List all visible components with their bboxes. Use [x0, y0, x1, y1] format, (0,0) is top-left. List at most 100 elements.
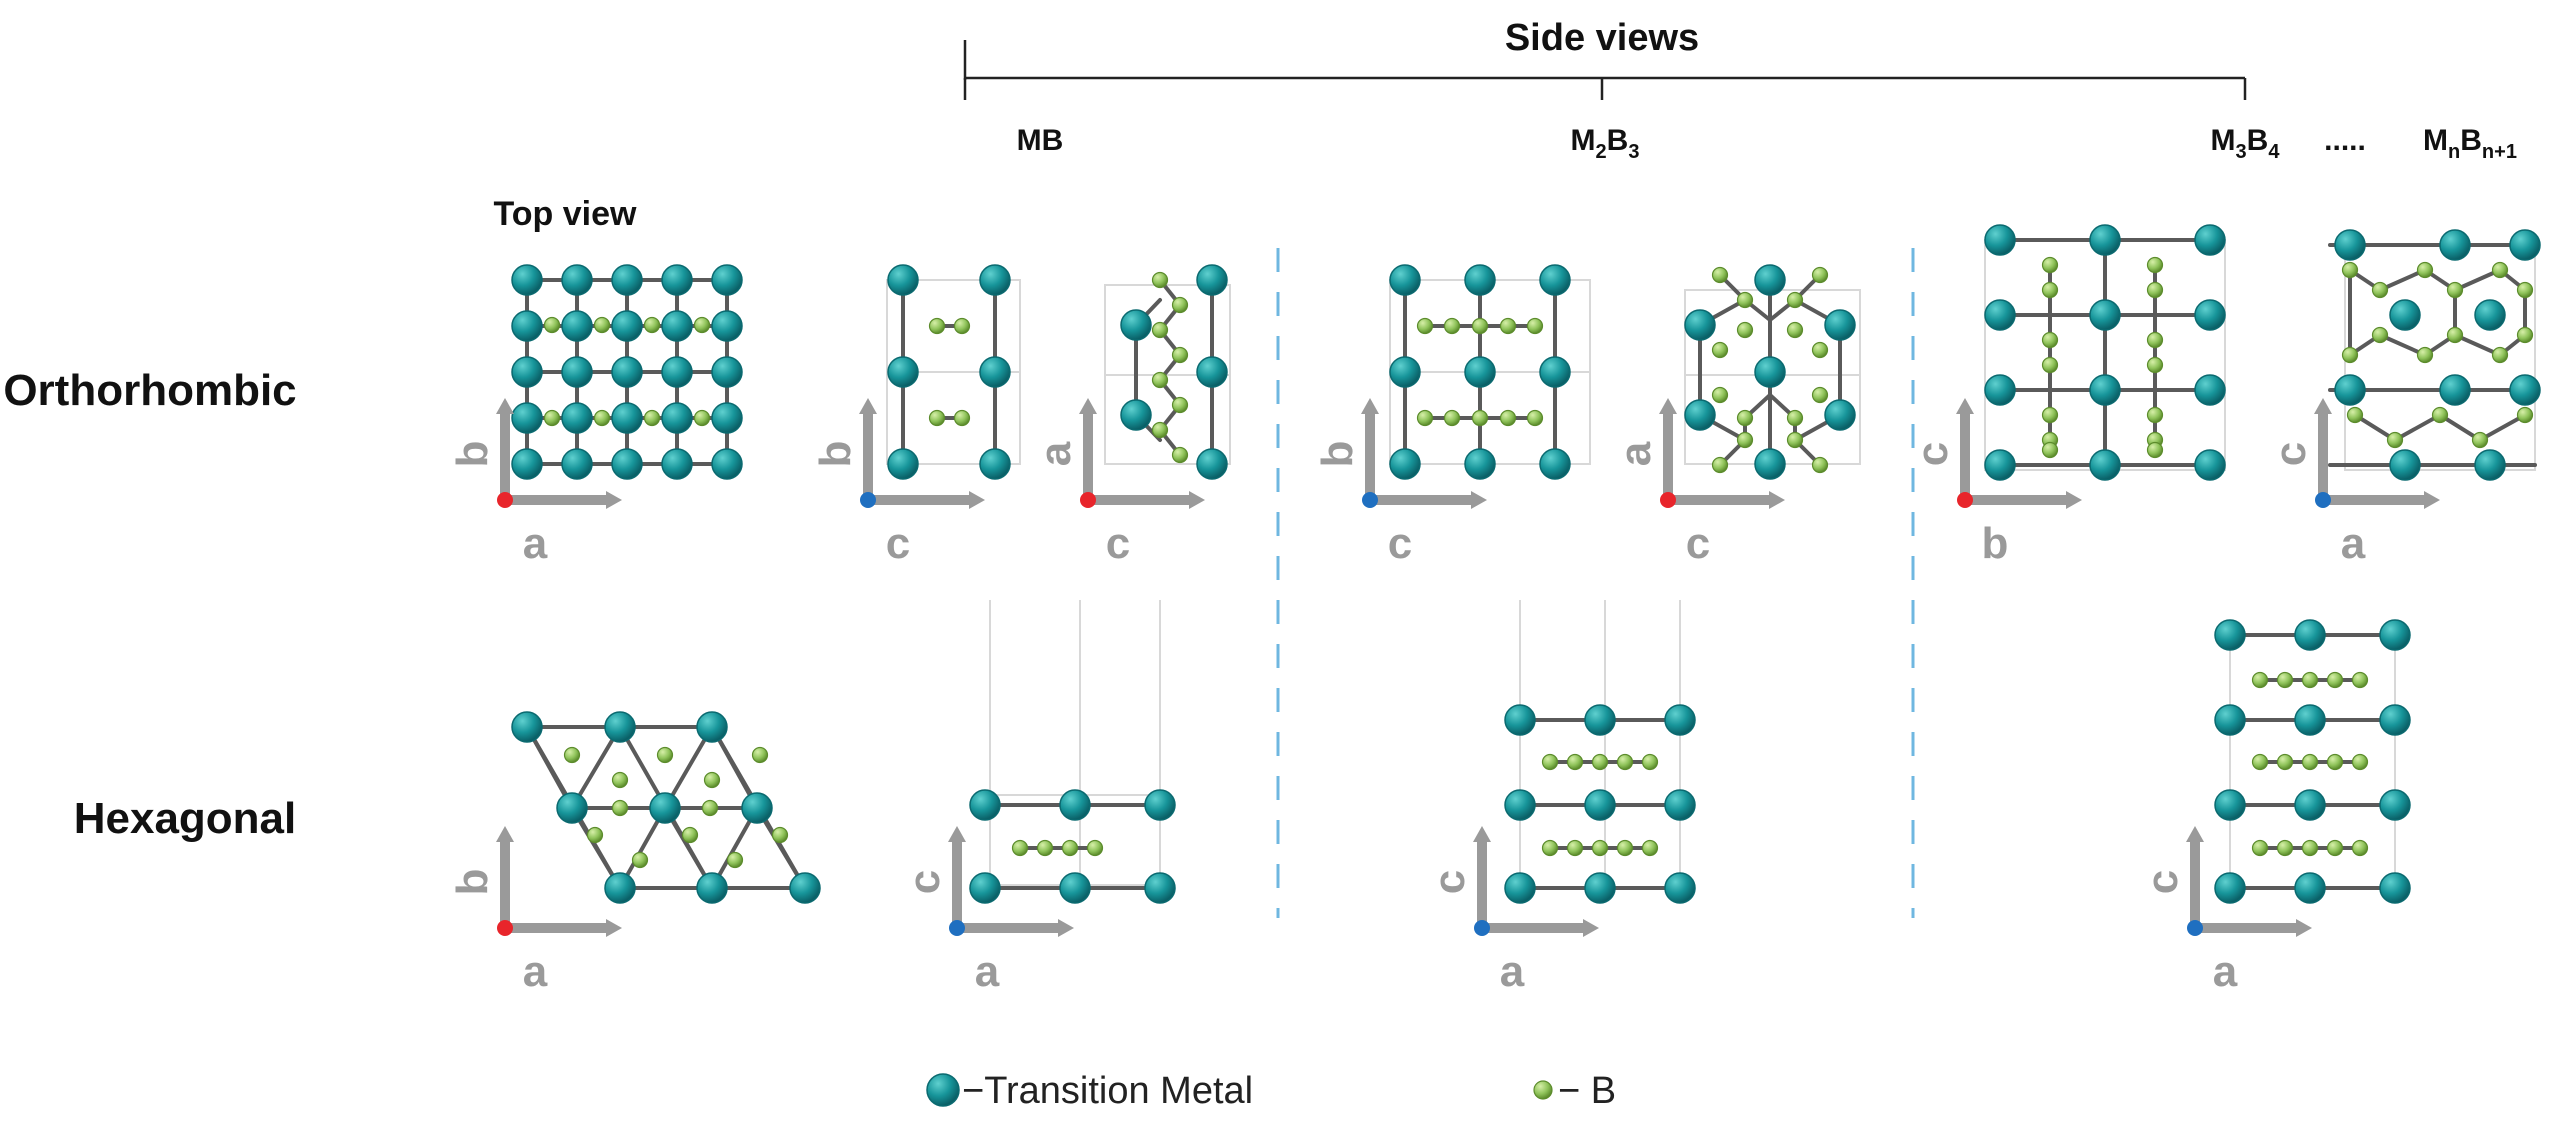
mb-orthorhombic-structure-1 — [886, 264, 1021, 480]
boron-atom — [1171, 446, 1189, 464]
boron-atom — [2371, 281, 2389, 299]
metal-atom — [2194, 374, 2226, 406]
boron-atom — [1061, 839, 1079, 857]
m3b4-orthorhombic-structure-1 — [1984, 224, 2226, 481]
metal-atom — [887, 264, 919, 296]
metal-atom — [2379, 789, 2411, 821]
metal-atom — [1539, 264, 1571, 296]
mb-orthorhombic-structure-2 — [1104, 264, 1231, 480]
metal-atom — [711, 402, 743, 434]
axis-horizontal-arrowhead — [2424, 491, 2440, 509]
metal-atom — [887, 448, 919, 480]
metal-atom — [2379, 872, 2411, 904]
bond — [2453, 333, 2502, 357]
axis-horizontal-label: a — [523, 519, 548, 568]
metal-atom — [2214, 789, 2246, 821]
metal-atom — [2509, 374, 2541, 406]
bond — [2378, 333, 2427, 357]
axis-horizontal-label: a — [2341, 519, 2366, 568]
boron-atom — [631, 851, 649, 869]
axes-m3b4_ortho_2: ca — [2266, 398, 2440, 568]
axis-vertical-label: b — [448, 869, 497, 896]
boron-atom — [1566, 839, 1584, 857]
boron-atom — [1811, 386, 1829, 404]
boron-atom — [1151, 421, 1169, 439]
boron-atom — [693, 409, 711, 427]
boron-atom — [1711, 456, 1729, 474]
metal-atom — [1504, 872, 1536, 904]
axis-horizontal-label: a — [2213, 947, 2238, 996]
column-label-mb: MB — [1017, 124, 1064, 157]
axis-origin-dot — [1080, 492, 1096, 508]
metal-atom — [611, 264, 643, 296]
metal-atom — [561, 356, 593, 388]
axis-vertical — [1960, 412, 1970, 500]
row-label-orthorhombic: Orthorhombic — [3, 366, 296, 415]
boron-atom — [2516, 326, 2534, 344]
metal-atom — [1984, 299, 2016, 331]
axis-vertical — [863, 412, 873, 500]
boron-atom — [1641, 753, 1659, 771]
axis-horizontal-label: c — [1686, 519, 1710, 568]
metal-atom — [561, 264, 593, 296]
axis-origin-dot — [1362, 492, 1378, 508]
boron-atom — [2351, 753, 2369, 771]
metal-atom — [2089, 449, 2121, 481]
metal-atom — [1584, 704, 1616, 736]
axis-horizontal — [1965, 495, 2068, 505]
axis-vertical — [1365, 412, 1375, 500]
boron-atom — [953, 409, 971, 427]
axes-m3b4_ortho_1: cb — [1908, 398, 2082, 568]
axis-vertical-label: c — [1908, 442, 1957, 466]
metal-atom — [611, 448, 643, 480]
metal-atom — [1664, 872, 1696, 904]
column-label-m3b4: M3B4 — [2211, 124, 2281, 163]
boron-atom — [771, 826, 789, 844]
boron-atom — [1499, 409, 1517, 427]
boron-atom — [543, 409, 561, 427]
axis-horizontal-arrowhead — [606, 491, 622, 509]
boron-atom — [751, 746, 769, 764]
axes-mb_hex: ca — [900, 826, 1074, 996]
boron-atom — [1811, 341, 1829, 359]
axis-vertical — [2190, 840, 2200, 928]
boron-atom — [693, 316, 711, 334]
boron-atom — [1443, 317, 1461, 335]
axes-m2b3_ortho_2: ac — [1611, 398, 1785, 568]
metal-atom — [1389, 356, 1421, 388]
boron-atom — [1471, 317, 1489, 335]
boron-atom — [1443, 409, 1461, 427]
metal-atom — [696, 872, 728, 904]
axis-vertical — [1083, 412, 1093, 500]
legend-metal-atom-icon — [926, 1073, 960, 1107]
metal-atom — [1824, 309, 1856, 341]
axis-horizontal-arrowhead — [969, 491, 985, 509]
boron-atom — [726, 851, 744, 869]
boron-atom — [2371, 326, 2389, 344]
boron-atom — [593, 316, 611, 334]
metal-atom — [711, 356, 743, 388]
axis-vertical-arrowhead — [1473, 826, 1491, 842]
metal-atom — [2294, 704, 2326, 736]
axis-vertical-label: b — [1313, 441, 1362, 468]
metal-atom — [604, 711, 636, 743]
axis-origin-dot — [2187, 920, 2203, 936]
axis-horizontal-arrowhead — [606, 919, 622, 937]
metal-atom — [1539, 448, 1571, 480]
boron-atom — [543, 316, 561, 334]
metal-atom — [1684, 309, 1716, 341]
metal-atom — [649, 792, 681, 824]
boron-atom — [611, 771, 629, 789]
metal-atom — [1984, 374, 2016, 406]
axis-vertical-arrowhead — [1079, 398, 1097, 414]
boron-atom — [656, 746, 674, 764]
boron-atom — [1786, 291, 1804, 309]
boron-atom — [1811, 456, 1829, 474]
axis-vertical-arrowhead — [496, 398, 514, 414]
axis-vertical-label: c — [1425, 870, 1474, 894]
boron-atom — [2041, 331, 2059, 349]
axis-horizontal — [1088, 495, 1191, 505]
boron-atom — [928, 317, 946, 335]
boron-atom — [2041, 356, 2059, 374]
